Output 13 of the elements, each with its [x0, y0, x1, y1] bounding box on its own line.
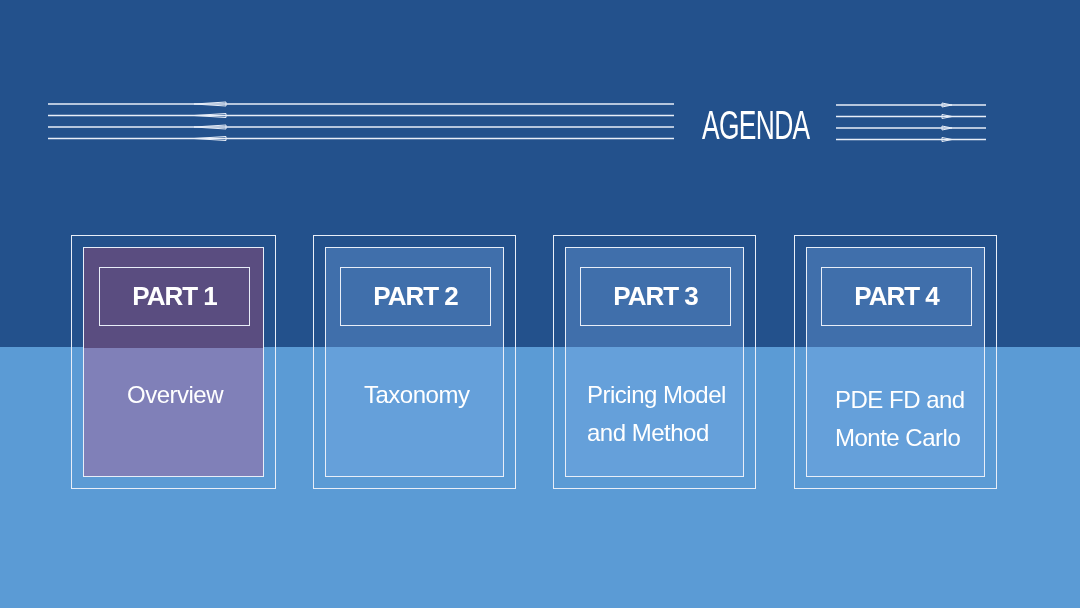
- part-heading: PART 3: [580, 267, 731, 326]
- part-heading: PART 2: [340, 267, 491, 326]
- topic-text: Overview: [127, 380, 225, 410]
- agenda-card: [313, 235, 516, 489]
- agenda-card: [794, 235, 997, 489]
- topic-text: PDE FD and Monte Carlo: [835, 385, 966, 453]
- topic-text: Pricing Model and Method: [587, 380, 727, 448]
- slide-title: AGENDA: [702, 102, 810, 149]
- part-heading: PART 4: [821, 267, 972, 326]
- agenda-card: [71, 235, 276, 489]
- agenda-card: [553, 235, 756, 489]
- part-heading: PART 1: [99, 267, 250, 326]
- topic-text: Taxonomy: [364, 380, 471, 410]
